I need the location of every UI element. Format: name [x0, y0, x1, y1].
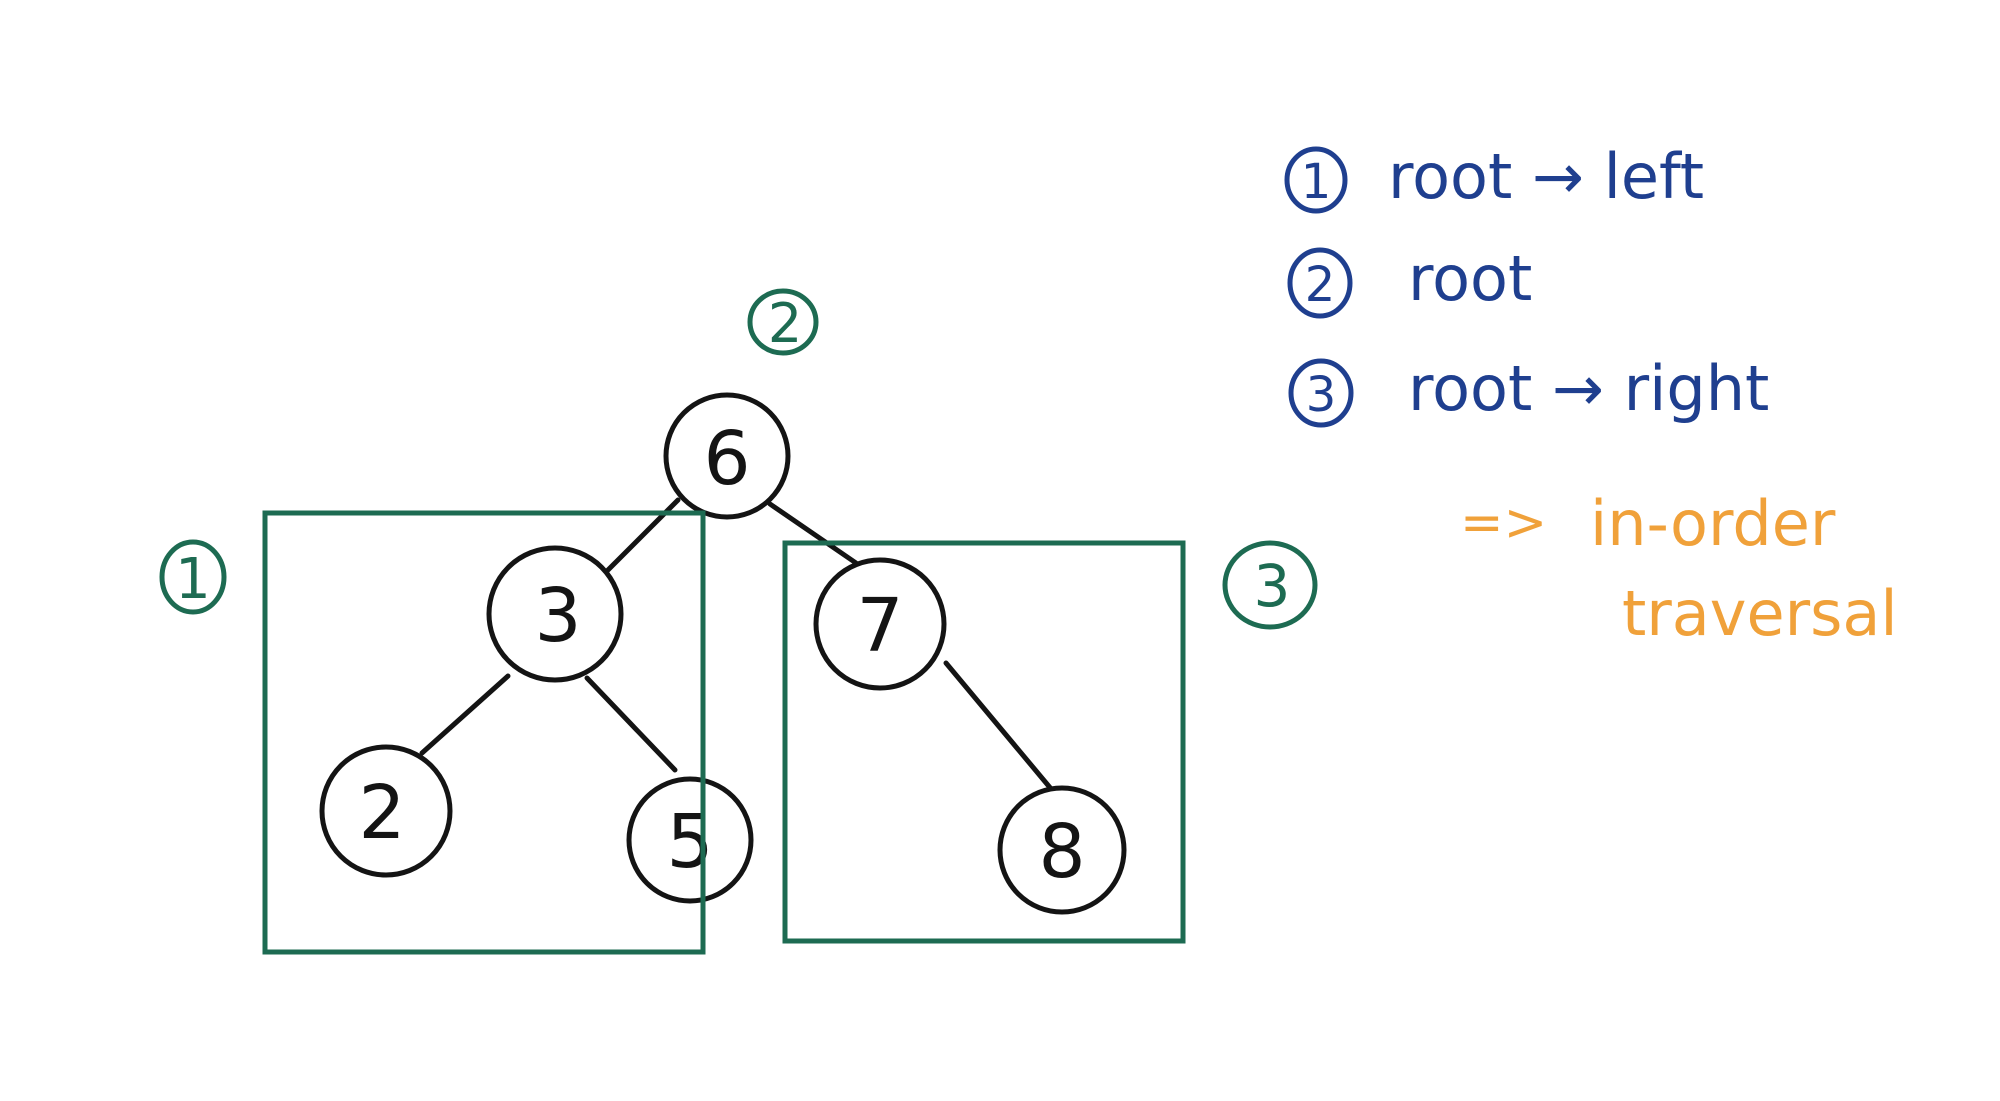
- legend-item: 1 root → left: [1284, 140, 1704, 214]
- node-label: 6: [703, 416, 750, 502]
- legend-item-number: 3: [1306, 367, 1337, 423]
- in-order-note: => in-order traversal: [1460, 487, 1898, 650]
- edge-6-7: [767, 501, 859, 566]
- legend-item: 2 root: [1287, 242, 1532, 319]
- legend-item-number: 1: [1301, 154, 1332, 210]
- note-line1: in-order: [1590, 487, 1836, 560]
- legend: 1 root → left 2 root 3 root → right: [1284, 140, 1769, 428]
- tree-node: 5: [626, 776, 754, 904]
- right-subtree-box: [782, 540, 1186, 944]
- left-subtree-box: [262, 510, 706, 955]
- note-line2: traversal: [1622, 577, 1898, 650]
- marker-left: 1: [159, 539, 227, 615]
- tree-node: 6: [663, 392, 791, 520]
- tree-node: 7: [813, 557, 947, 691]
- tree-node: 8: [997, 785, 1127, 915]
- node-label: 2: [358, 770, 405, 856]
- node-label: 7: [856, 583, 903, 669]
- node-label: 8: [1038, 809, 1085, 895]
- marker-root-label: 2: [768, 292, 802, 355]
- legend-item-text: root: [1408, 242, 1532, 315]
- legend-item: 3 root → right: [1288, 352, 1769, 428]
- marker-right-label: 3: [1254, 552, 1291, 620]
- edge-7-8: [943, 660, 1055, 793]
- legend-item-text: root → right: [1408, 352, 1769, 425]
- marker-root: 2: [747, 288, 819, 356]
- edge-3-2: [419, 673, 511, 756]
- node-label: 5: [666, 799, 713, 885]
- edge-3-5: [584, 675, 678, 773]
- note-arrow: =>: [1460, 493, 1547, 553]
- tree-edges: [419, 497, 1055, 793]
- tree-node: 3: [486, 545, 624, 683]
- marker-right: 3: [1222, 540, 1318, 630]
- legend-item-text: root → left: [1388, 140, 1704, 213]
- marker-left-label: 1: [175, 547, 211, 612]
- legend-item-number: 2: [1305, 257, 1336, 313]
- tree-node: 2: [319, 744, 453, 878]
- node-label: 3: [534, 573, 581, 659]
- tree-nodes: 6 3 7 2 5 8: [319, 392, 1127, 915]
